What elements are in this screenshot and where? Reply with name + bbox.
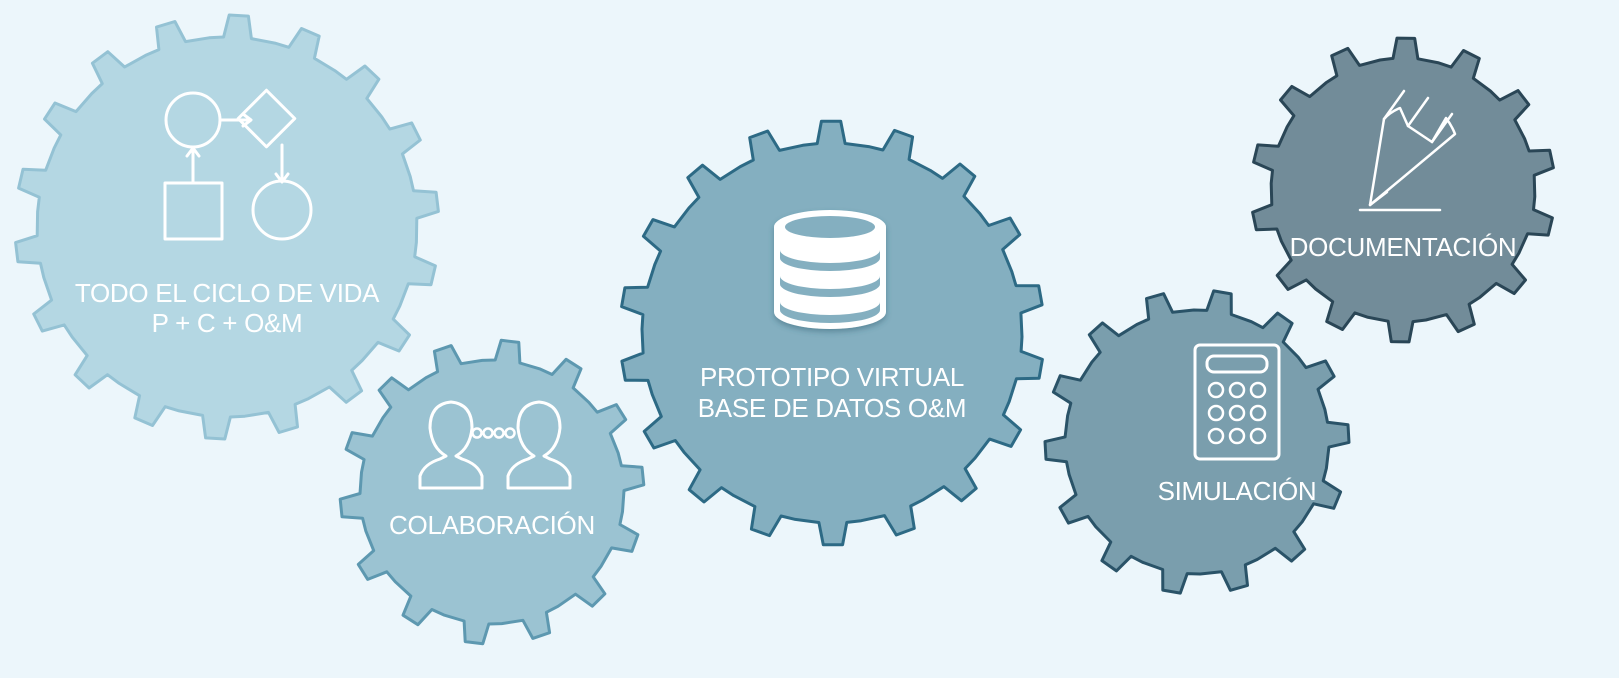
pencil-icon (1358, 89, 1457, 212)
database-icon (774, 210, 886, 329)
gear-prototype: PROTOTIPO VIRTUAL BASE DE DATOS O&M (620, 119, 1044, 547)
gear-lifecycle-label-2: P + C + O&M (152, 308, 303, 338)
calculator-icon (1193, 343, 1281, 461)
gear-documentation: DOCUMENTACIÓN (1251, 36, 1555, 344)
gear-simulation-shape (1043, 289, 1351, 595)
gear-documentation-label: DOCUMENTACIÓN (1290, 232, 1517, 262)
people-link-icon (418, 400, 572, 490)
gear-lifecycle: TODO EL CICLO DE VIDA P + C + O&M (14, 13, 440, 441)
gear-collaboration: COLABORACIÓN (338, 338, 646, 646)
gear-simulation: SIMULACIÓN (1043, 289, 1351, 595)
gear-collaboration-label: COLABORACIÓN (389, 510, 595, 540)
gear-lifecycle-shape (14, 13, 440, 441)
gear-collaboration-shape (338, 338, 646, 646)
gear-lifecycle-label-1: TODO EL CICLO DE VIDA (75, 278, 380, 308)
flowchart-icon (163, 88, 313, 241)
gear-prototype-label-1: PROTOTIPO VIRTUAL (700, 362, 964, 392)
gear-documentation-shape (1251, 36, 1555, 344)
gear-prototype-label-2: BASE DE DATOS O&M (698, 393, 966, 423)
gear-simulation-label: SIMULACIÓN (1158, 476, 1317, 506)
gear-prototype-shape (620, 119, 1044, 547)
